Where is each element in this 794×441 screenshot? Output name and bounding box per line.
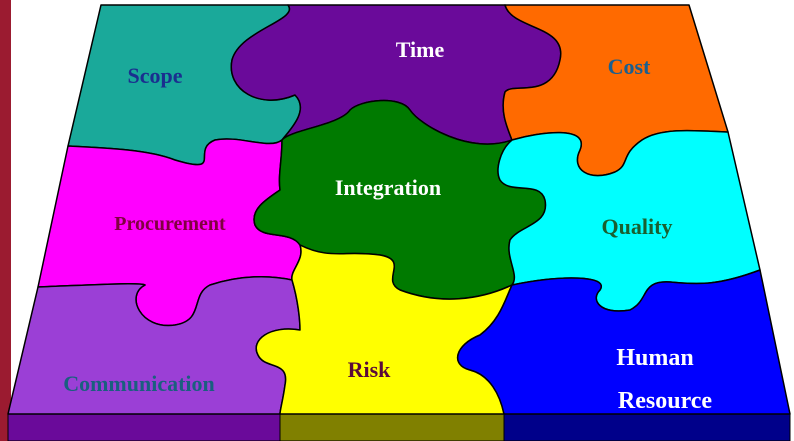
label-procurement: Procurement	[114, 213, 226, 235]
label-human-resource-line2: Resource	[618, 388, 713, 414]
base-middle	[279, 413, 505, 441]
label-scope: Scope	[128, 63, 183, 88]
piece-human-resource	[456, 269, 791, 415]
label-communication: Communication	[63, 371, 215, 396]
base-left	[7, 413, 281, 441]
label-human-resource-line1: Human	[616, 345, 693, 371]
puzzle-base	[7, 413, 791, 441]
label-cost: Cost	[608, 54, 651, 79]
label-quality: Quality	[602, 214, 673, 239]
left-frame-strip	[0, 0, 11, 441]
label-risk: Risk	[348, 357, 392, 382]
base-right	[503, 413, 791, 441]
label-integration: Integration	[335, 175, 441, 200]
label-time: Time	[396, 37, 445, 62]
